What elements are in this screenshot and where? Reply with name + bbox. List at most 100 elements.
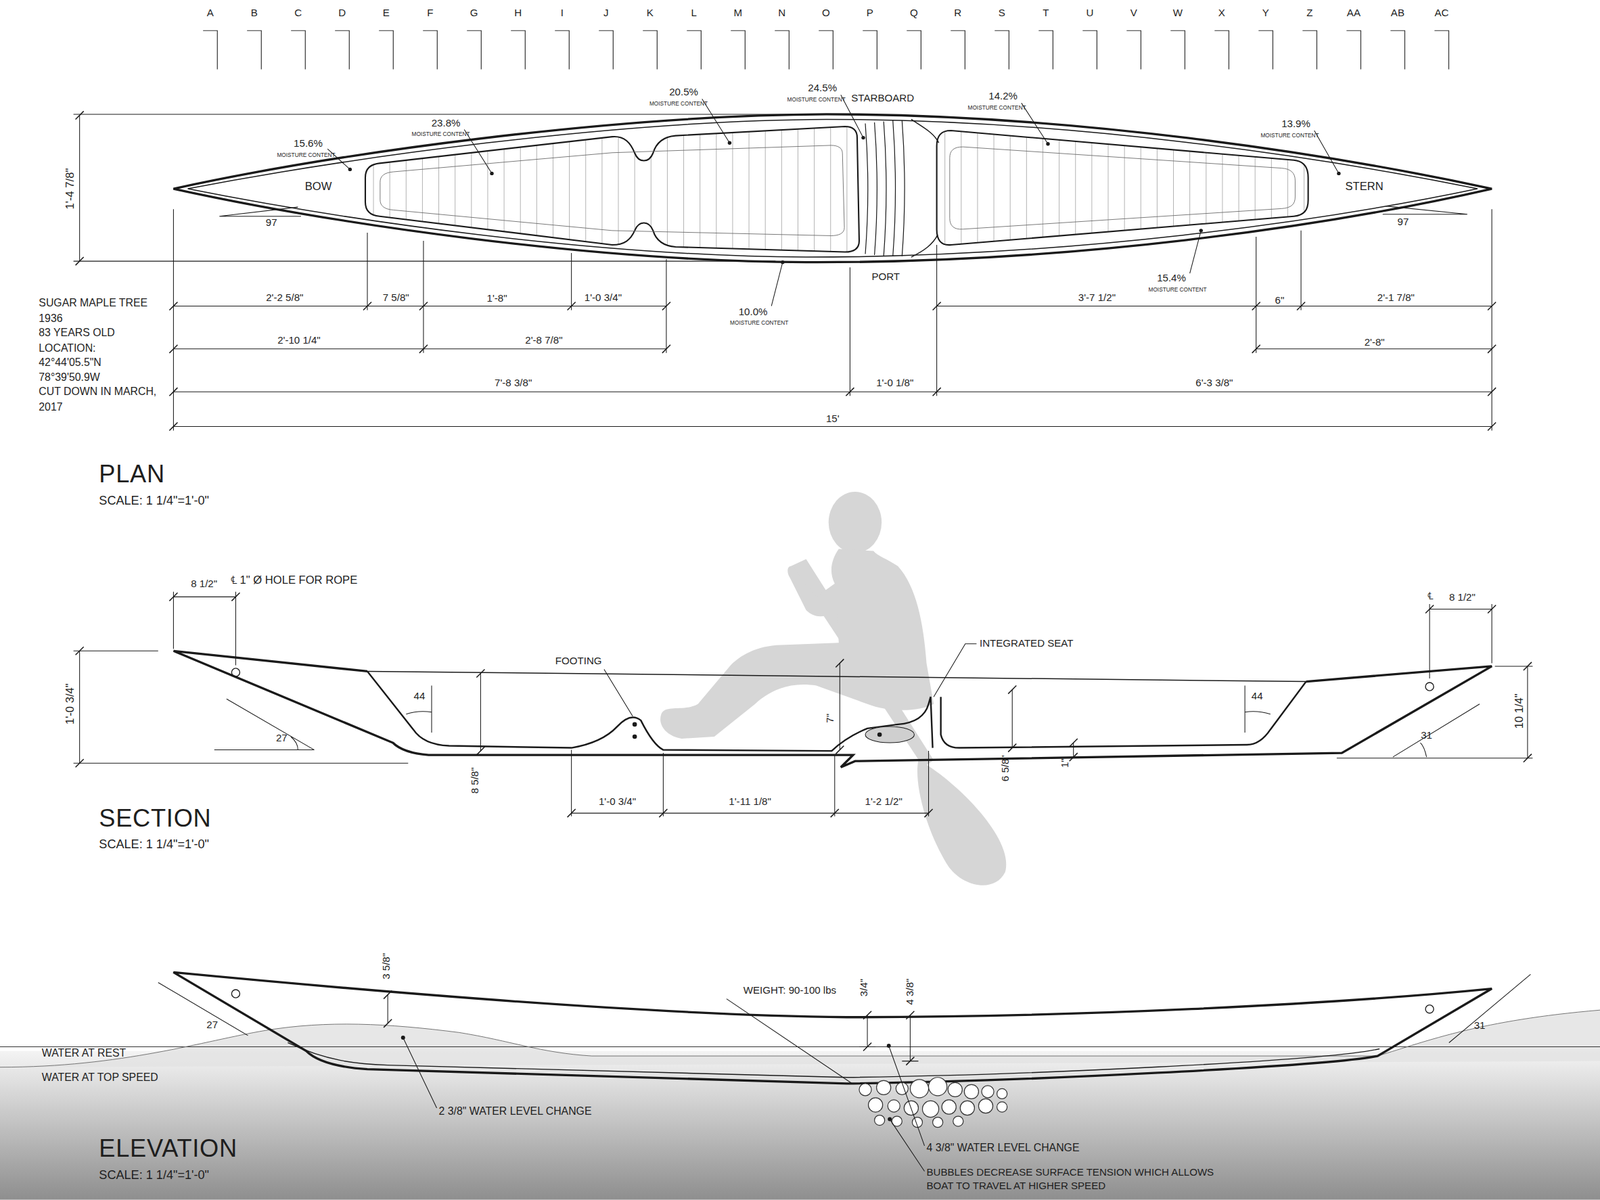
dimension-label: 1'-0 3/4" [584, 291, 622, 305]
bubbles [947, 1082, 963, 1097]
column-markers [202, 30, 218, 70]
dimension-ticks [1523, 662, 1532, 671]
dimension-label: 7 5/8" [382, 291, 410, 305]
column-markers [378, 30, 394, 70]
section-hull [1425, 682, 1434, 691]
bubbles [859, 1077, 1008, 1128]
dimension-ticks [231, 592, 240, 601]
grid-letter: G [470, 6, 479, 20]
bubbles [868, 1098, 883, 1113]
plan-cockpits [911, 119, 940, 258]
angle-marker [219, 206, 1468, 217]
dimension-ticks [1069, 738, 1078, 747]
cockpit-grid [1140, 102, 1142, 271]
dimension-ticks [567, 809, 576, 818]
dimension-label: 7'-8 3/8" [494, 377, 532, 391]
scale-note: SCALE: 1 1/4"=1'-0" [98, 1167, 210, 1184]
angle-label: 97 [1397, 215, 1410, 229]
bubbles [922, 1100, 939, 1117]
water-body [0, 1051, 1600, 1200]
column-markers [1302, 30, 1317, 70]
moisture-caption: MOISTURE CONTENT [1148, 286, 1207, 293]
dimension-label: 1'-0 3/4" [63, 683, 78, 725]
elevation-hull [1425, 1005, 1434, 1014]
cockpit-grid [1189, 102, 1191, 271]
cockpit-grid [1173, 102, 1174, 271]
bubbles [874, 1115, 885, 1126]
dimension-ticks [863, 1011, 872, 1020]
column-markers [246, 30, 262, 70]
column-markers [1126, 30, 1141, 70]
elevation-dots [401, 1035, 406, 1040]
column-markers [906, 30, 921, 70]
column-markers [422, 30, 438, 70]
cockpit-grid [1271, 102, 1272, 271]
dimension-label: 2'-8" [1364, 336, 1385, 350]
view-title: PLAN [98, 459, 166, 490]
note-text: CUT DOWN IN MARCH, [38, 384, 157, 399]
dimension-label: 3'-7 1/2" [1078, 291, 1116, 305]
dimension-ticks [662, 345, 671, 354]
dimension-ticks [1252, 301, 1261, 310]
grid-letter: V [1130, 6, 1138, 20]
moisture-dot [489, 171, 494, 176]
column-markers [862, 30, 877, 70]
grid-letter: AB [1390, 6, 1405, 20]
grid-letter: B [250, 6, 258, 20]
note-text: 83 YEARS OLD [38, 326, 115, 340]
dimension-ticks [905, 1057, 914, 1066]
column-markers [290, 30, 306, 70]
dimension-ticks [932, 387, 942, 396]
angle-label: 31 [1474, 1020, 1486, 1034]
dimension-ticks [1487, 301, 1496, 310]
cockpit-grid [699, 102, 701, 271]
dimension-ticks [1487, 345, 1496, 354]
column-markers [686, 30, 701, 70]
paddler-silhouette [917, 760, 1007, 886]
section-dots [632, 722, 883, 740]
angle-label: 27 [276, 732, 288, 746]
dimension-ticks [169, 592, 178, 601]
section-dots [877, 732, 883, 738]
moisture-caption: MOISTURE CONTENT [649, 100, 708, 108]
dimension-ticks [1008, 744, 1017, 753]
water-body [0, 1010, 1600, 1200]
cockpit-grid [683, 102, 684, 271]
note-text: SUGAR MAPLE TREE [38, 296, 148, 310]
grid-letter: I [560, 6, 564, 20]
dimension-label: 6'-3 3/8" [1195, 377, 1233, 391]
cockpit-grid [504, 102, 505, 271]
moisture-caption: MOISTURE CONTENT [968, 104, 1027, 112]
elevation-dimensions [158, 974, 1531, 1172]
column-markers [1214, 30, 1229, 70]
dimension-ticks [363, 301, 372, 310]
plan-cockpits [380, 145, 845, 237]
cockpit-grid [1108, 102, 1109, 271]
column-markers [730, 30, 745, 70]
column-markers [334, 30, 350, 70]
column-markers [598, 30, 613, 70]
column-markers [818, 30, 833, 70]
dimension-ticks [1425, 604, 1434, 613]
grid-letter: M [733, 6, 743, 20]
plan-cockpits [865, 120, 905, 257]
bubbles [997, 1102, 1008, 1113]
dimension-ticks [835, 658, 844, 668]
cockpit-grid [405, 102, 407, 271]
cockpit-grid [797, 102, 799, 271]
cockpit-grid [993, 102, 995, 271]
moisture-dot [1336, 171, 1341, 176]
dimension-label: 1'-8" [487, 292, 508, 306]
cockpit-grid [422, 102, 423, 271]
dimension-ticks [169, 301, 178, 310]
column-markers [774, 30, 789, 70]
dimension-label: 1'-4 7/8" [63, 168, 78, 210]
dimension-ticks [830, 809, 839, 818]
cockpit-grid [470, 102, 472, 271]
grid-letter: K [646, 6, 654, 20]
cockpit-grid [945, 102, 1305, 271]
dimension-label: 2'-8 7/8" [524, 334, 563, 348]
grid-letter: J [603, 6, 609, 20]
scale-note: SCALE: 1 1/4"=1'-0" [98, 493, 210, 509]
plan-cockpits [365, 126, 860, 253]
